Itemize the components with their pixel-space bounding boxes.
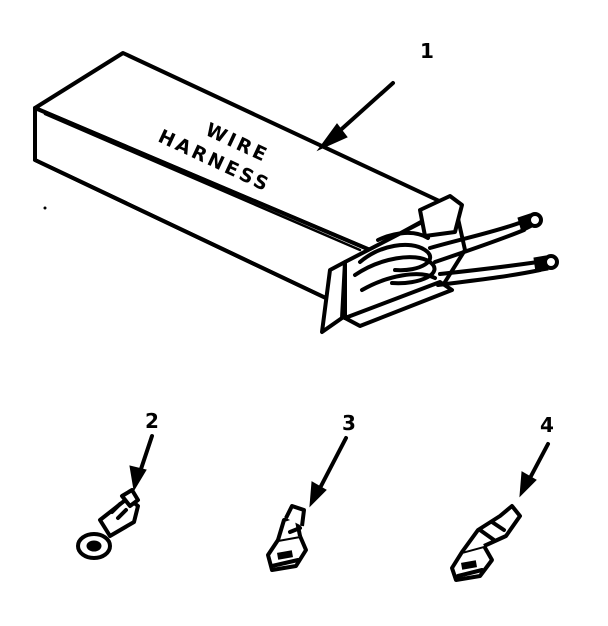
callout-4: 4 bbox=[540, 413, 554, 437]
lead-terminal-lower-icon bbox=[533, 254, 559, 273]
spade-terminal-icon bbox=[266, 504, 308, 572]
arrow-icon bbox=[316, 81, 395, 152]
callout-2: 2 bbox=[145, 409, 159, 433]
speck bbox=[43, 206, 47, 210]
arrow-icon bbox=[519, 442, 550, 498]
spade-terminal-icon bbox=[450, 504, 522, 582]
arrow-icon bbox=[309, 436, 348, 508]
arrow-icon bbox=[129, 434, 154, 492]
lead-terminal-upper-icon bbox=[517, 212, 543, 233]
callout-3: 3 bbox=[342, 411, 356, 435]
callout-1: 1 bbox=[420, 39, 434, 63]
ring-terminal-icon bbox=[76, 488, 140, 560]
wire-harness-box-icon: WIRE HARNESS bbox=[33, 51, 559, 334]
